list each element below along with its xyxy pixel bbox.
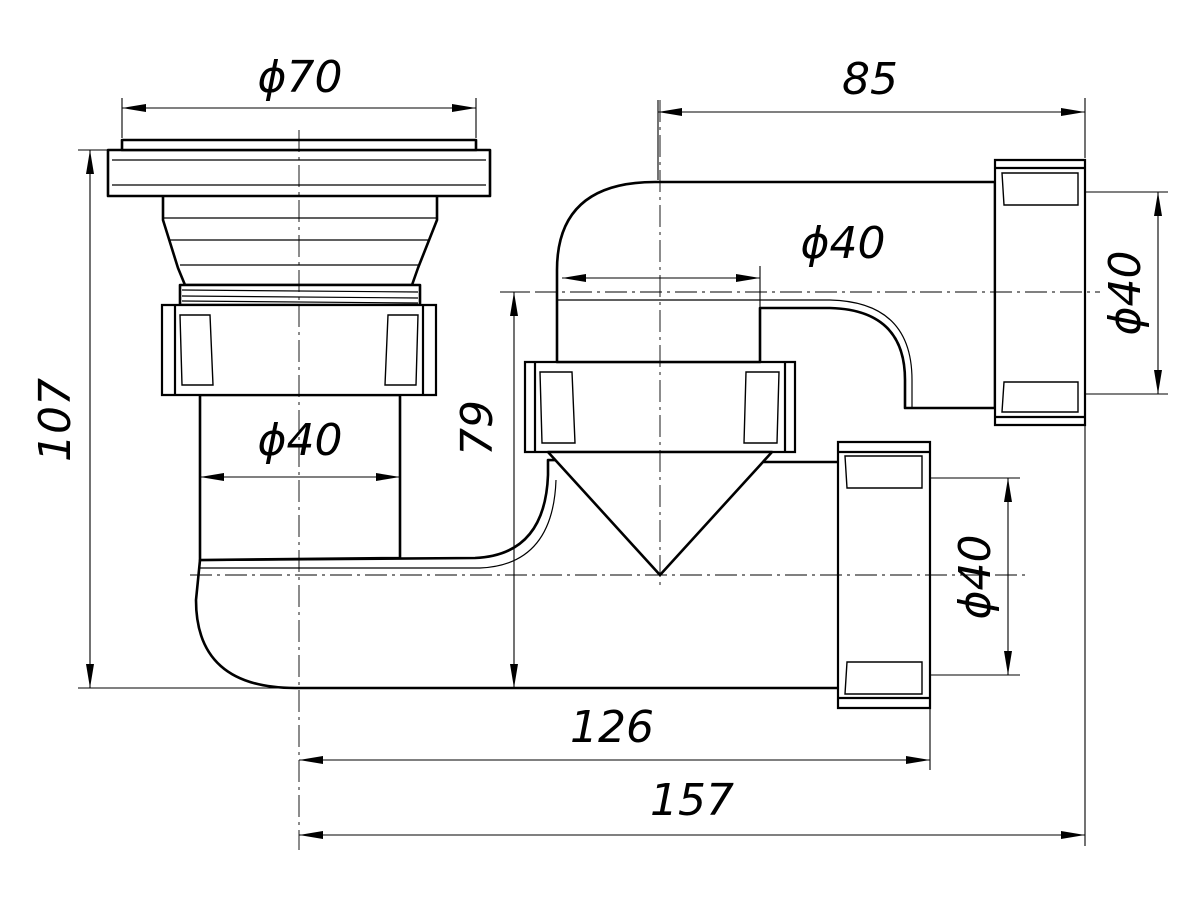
upper-branch-inner [557, 299, 913, 408]
dim-height-inner: 79 [452, 400, 503, 456]
thread-line [181, 295, 419, 299]
dim-outlet-lower-diameter: ϕ40 [950, 534, 1001, 619]
dim-right-offset: 85 [842, 54, 898, 105]
dimension-labels: ϕ70 85 ϕ40 ϕ40 ϕ40 107 79 ϕ40 126 157 [30, 52, 1151, 826]
thread-line [181, 300, 419, 304]
outlet-upper-nut [993, 158, 1087, 427]
dim-outlet-upper-diameter: ϕ40 [1100, 250, 1151, 335]
dim-bottom-total-length: 157 [650, 775, 734, 826]
center-lines [190, 100, 1100, 850]
thread-line [181, 289, 419, 293]
dim-height-total: 107 [30, 378, 81, 462]
siphon-body [106, 138, 1087, 710]
bottom-pipe-inner-line [200, 479, 557, 569]
dim-bottom-inner-length: 126 [570, 702, 654, 753]
dim-left-pipe-diameter: ϕ40 [257, 415, 342, 466]
dimension-lines [78, 98, 1168, 846]
dim-top-width: ϕ70 [257, 52, 342, 103]
dim-upper-branch-diameter: ϕ40 [800, 218, 885, 269]
upper-branch [555, 180, 997, 410]
